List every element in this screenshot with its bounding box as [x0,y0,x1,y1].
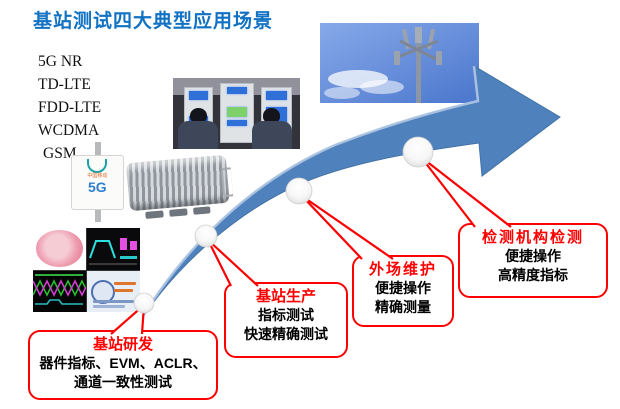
spectrum-screens-collage [33,228,140,312]
callout-line: 器件指标、EVM、ACLR、 [39,355,207,371]
callout-line: 便捷操作 [375,280,431,296]
milestone-sphere-3 [285,177,313,205]
callout-title: 基站研发 [92,336,153,353]
smith-chart-screen [33,228,86,270]
callout-field-maintenance: 外场维护 便捷操作 精确测量 [352,255,454,327]
control-room-photo [173,78,300,149]
callout-line: 通道一致性测试 [74,374,172,390]
standard-5g-nr: 5G NR [38,53,83,70]
standard-gsm: GSM [43,145,77,162]
waveform-screen [33,270,86,312]
rack-center [219,82,254,144]
standards-list: 5G NR TD-LTE FDD-LTE WCDMA GSM [38,50,101,165]
milestone-sphere-2 [194,224,218,248]
callout-title: 检测机构检测 [481,229,584,246]
callout-line: 快速精确测试 [244,326,328,342]
device-5g-label: 5G [88,178,107,195]
5g-small-cell-photo: 中国移动 5G [66,142,128,222]
callout-line: 精确测量 [375,299,431,315]
spectrum-mask-screen [87,228,140,270]
callout-title: 基站生产 [255,288,316,305]
callout-line: 指标测试 [258,307,314,323]
small-cell-panel: 中国移动 5G [70,154,124,210]
handle [220,167,235,197]
callout-line: 便捷操作 [505,248,561,264]
page-title: 基站测试四大典型应用场景 [33,11,274,32]
standard-wcdma: WCDMA [38,122,100,139]
rru-amplifier-photo [121,148,235,221]
china-mobile-logo-icon [87,158,108,173]
callout-title: 外场维护 [368,261,437,278]
standard-fdd-lte: FDD-LTE [38,99,102,116]
brand-label: 中国移动 [87,172,108,179]
milestone-sphere-4 [402,136,434,168]
callout-base-station-rd: 基站研发 器件指标、EVM、ACLR、 通道一致性测试 [28,330,218,400]
cell-tower-photo [320,23,479,103]
engineer-right [251,108,292,149]
callout-base-station-production: 基站生产 指标测试 快速精确测试 [224,282,348,358]
finned-body [126,155,230,211]
callout-line: 高精度指标 [498,267,568,283]
software-ui-screen [87,270,140,312]
engineer-left [178,108,219,149]
standard-td-lte: TD-LTE [38,76,91,93]
callout-testing-agency: 检测机构检测 便捷操作 高精度指标 [458,223,608,298]
